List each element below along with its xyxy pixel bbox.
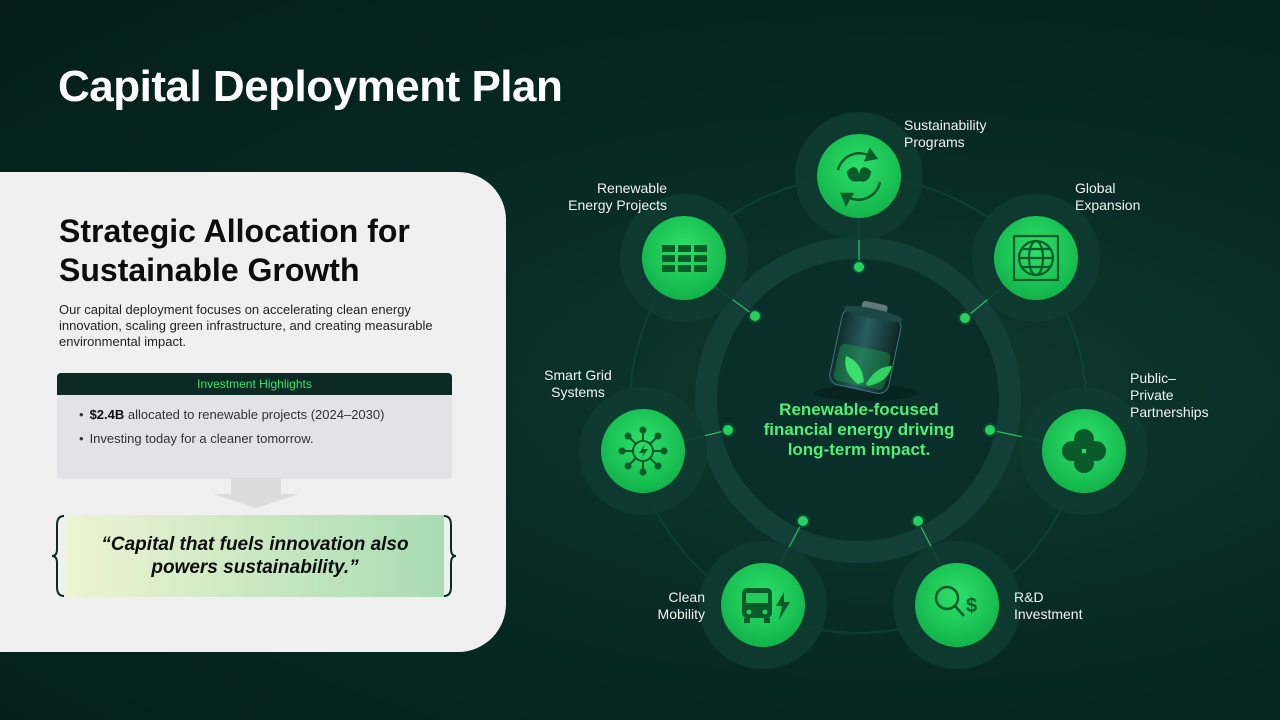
investment-highlights-title: Investment Highlights [57, 373, 452, 395]
label-public-private-partnerships: Public– Private Partnerships [1130, 370, 1209, 421]
label-line: Energy Projects [568, 197, 667, 213]
recycle-leaf-icon [836, 147, 882, 207]
label-line: Global [1075, 180, 1116, 196]
strategy-card: Strategic Allocation for Sustainable Gro… [0, 172, 506, 652]
label-line: Sustainability [904, 117, 987, 133]
connector-dots [721, 260, 997, 528]
node-global-expansion [972, 194, 1100, 322]
label-line: Mobility [657, 606, 705, 622]
label-global-expansion: Global Expansion [1075, 180, 1140, 214]
left-brace-icon [52, 515, 65, 597]
card-heading: Strategic Allocation for Sustainable Gro… [59, 212, 479, 290]
bus-bolt-icon [742, 588, 790, 623]
node-sustainability [795, 112, 923, 240]
highlight-text: Investing today for a cleaner tomorrow. [89, 431, 314, 446]
node-renewable-energy [620, 194, 748, 322]
highlight-amount: $2.4B [89, 407, 125, 422]
label-renewable-energy-projects: Renewable Energy Projects [537, 180, 667, 214]
label-line: Smart Grid [544, 367, 612, 383]
magnifier-dollar-icon: $ [934, 585, 977, 617]
label-line: Programs [904, 134, 965, 150]
label-clean-mobility: Clean Mobility [605, 589, 705, 623]
label-line: Public– [1130, 370, 1176, 386]
down-arrow-icon [213, 478, 299, 508]
network-bolt-icon [618, 426, 668, 476]
label-line: R&D [1014, 589, 1044, 605]
label-line: Investment [1014, 606, 1083, 622]
list-item: $2.4B allocated to renewable projects (2… [79, 403, 452, 427]
quote-box: “Capital that fuels innovation also powe… [66, 515, 444, 597]
card-description: Our capital deployment focuses on accele… [59, 302, 433, 349]
investment-highlights-box: Investment Highlights $2.4B allocated to… [57, 373, 452, 479]
battery-icon [814, 300, 918, 401]
highlights-list: $2.4B allocated to renewable projects (2… [57, 395, 452, 451]
right-brace-icon [443, 515, 456, 597]
label-rd-investment: R&D Investment [1014, 589, 1082, 623]
solar-panel-icon [662, 245, 707, 272]
label-line: Systems [551, 384, 605, 400]
label-smart-grid-systems: Smart Grid Systems [528, 367, 628, 401]
center-text: Renewable-focused financial energy drivi… [763, 400, 955, 459]
node-rd-investment: $ [893, 541, 1021, 669]
globe-icon [1012, 234, 1060, 282]
card-heading-line1: Strategic Allocation for [59, 213, 410, 249]
label-line: Private [1130, 387, 1174, 403]
node-clean-mobility [699, 541, 827, 669]
clover-icon [1062, 429, 1106, 473]
page-title: Capital Deployment Plan [58, 62, 563, 111]
svg-text:$: $ [966, 595, 977, 617]
list-item: Investing today for a cleaner tomorrow. [79, 427, 452, 451]
label-line: Renewable [596, 180, 667, 196]
label-sustainability-programs: Sustainability Programs [904, 117, 987, 151]
card-heading-line2: Sustainable Growth [59, 252, 360, 288]
node-partnerships [1020, 387, 1148, 515]
label-line: Expansion [1075, 197, 1141, 213]
label-line: Partnerships [1130, 404, 1209, 420]
label-line: Clean [668, 589, 705, 605]
highlight-text: allocated to renewable projects (2024–20… [124, 407, 385, 422]
node-smart-grid [579, 387, 707, 515]
